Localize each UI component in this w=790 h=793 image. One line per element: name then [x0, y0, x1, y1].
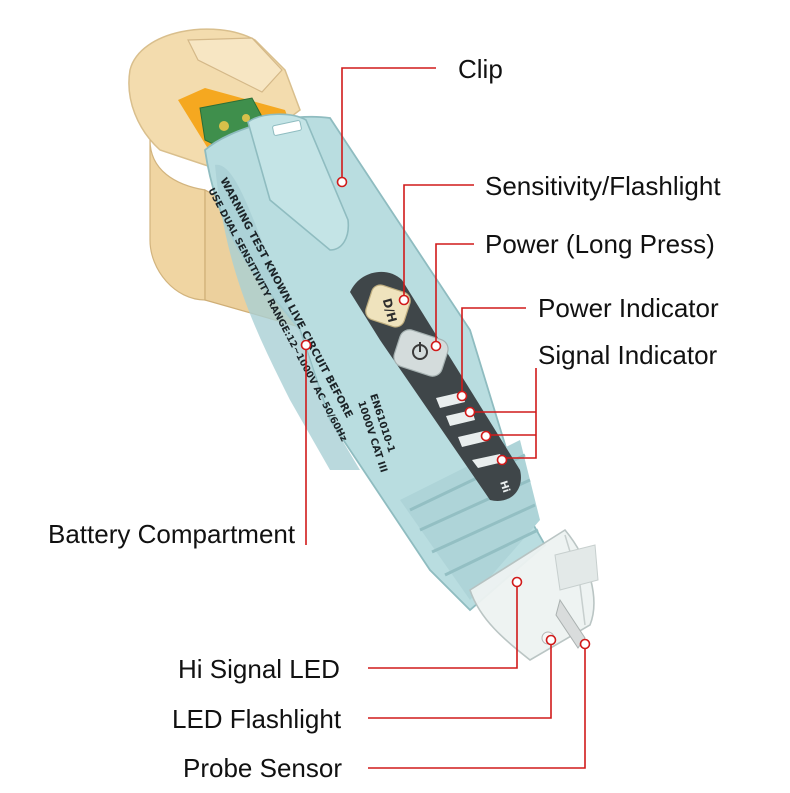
tester-body: [204, 115, 547, 612]
label-sensitivity-flashlight: Sensitivity/Flashlight: [485, 171, 721, 201]
label-hi-signal-led: Hi Signal LED: [178, 654, 340, 684]
leader-power: [435, 243, 474, 345]
label-battery-compartment: Battery Compartment: [48, 519, 296, 549]
leader-sensitivity: [403, 184, 474, 300]
label-power-indicator: Power Indicator: [538, 293, 719, 323]
label-probe-sensor: Probe Sensor: [183, 753, 342, 783]
probe-tip: [469, 528, 599, 661]
label-clip: Clip: [458, 54, 503, 84]
leader-signal-indicator: [502, 368, 537, 459]
leader-hi-led: [368, 582, 518, 669]
pen-clip: [247, 113, 350, 251]
label-led-flashlight: LED Flashlight: [172, 704, 342, 734]
label-power-long-press: Power (Long Press): [485, 229, 715, 259]
leader-lines: [305, 67, 586, 769]
leader-dots: [300, 176, 591, 650]
sensitivity-button: D/H: [365, 284, 411, 328]
label-signal-indicator: Signal Indicator: [538, 340, 718, 370]
leader-flashlight: [368, 640, 552, 719]
svg-text:D/H: D/H: [380, 297, 400, 324]
leader-probe: [368, 644, 586, 769]
leader-power-indicator: [461, 307, 526, 395]
leader-clip: [341, 67, 436, 180]
hi-print: Hi: [497, 480, 511, 495]
